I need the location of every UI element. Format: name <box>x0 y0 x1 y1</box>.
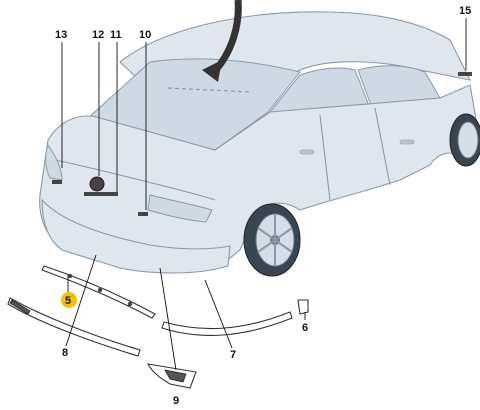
callout-9: 9 <box>173 395 179 407</box>
pointer-arrow-head <box>202 60 222 82</box>
callout-10: 10 <box>139 29 151 41</box>
part-8-trim-strip <box>7 297 141 357</box>
callout-13: 13 <box>55 29 67 41</box>
part-6-clip <box>297 299 309 315</box>
detached-parts <box>7 265 309 389</box>
rear-emblem <box>89 176 105 192</box>
callout-15: 15 <box>459 5 471 17</box>
rear-wheel <box>243 203 301 277</box>
reflector-right <box>138 212 148 216</box>
leader-lines <box>61 18 467 371</box>
model-badge <box>84 192 118 196</box>
trunk-lid <box>54 159 216 201</box>
callout-7: 7 <box>230 349 236 361</box>
part-5-clip <box>127 301 133 307</box>
callout-5: 5 <box>65 295 71 307</box>
part-5-clip <box>67 273 73 279</box>
door-handle-rear <box>299 149 315 155</box>
part-7-trim-strip <box>161 311 293 336</box>
callout-labels: 13 12 11 10 15 5 8 6 7 9 <box>55 5 471 407</box>
part-8-trim-edge <box>9 299 31 315</box>
callout-12: 12 <box>92 29 104 41</box>
front-wheel <box>449 113 480 167</box>
car-illustration <box>39 0 480 277</box>
taillight-left <box>45 143 63 181</box>
callout-5-highlight <box>61 292 77 308</box>
callout-11: 11 <box>110 29 122 41</box>
side-marker <box>458 72 472 76</box>
taillight-right <box>147 194 213 223</box>
callout-6: 6 <box>302 322 308 334</box>
rear-bumper <box>41 198 231 274</box>
part-5-clip <box>97 287 103 293</box>
part-5-bracket <box>41 265 156 319</box>
leader-7 <box>204 279 233 349</box>
leader-8 <box>65 254 97 347</box>
callout-8: 8 <box>62 347 68 359</box>
door-handle-front <box>399 139 415 145</box>
leader-9 <box>159 267 177 371</box>
door-line <box>319 107 391 201</box>
part-9-reflector-lens <box>164 369 187 383</box>
reflector-left <box>52 180 62 184</box>
